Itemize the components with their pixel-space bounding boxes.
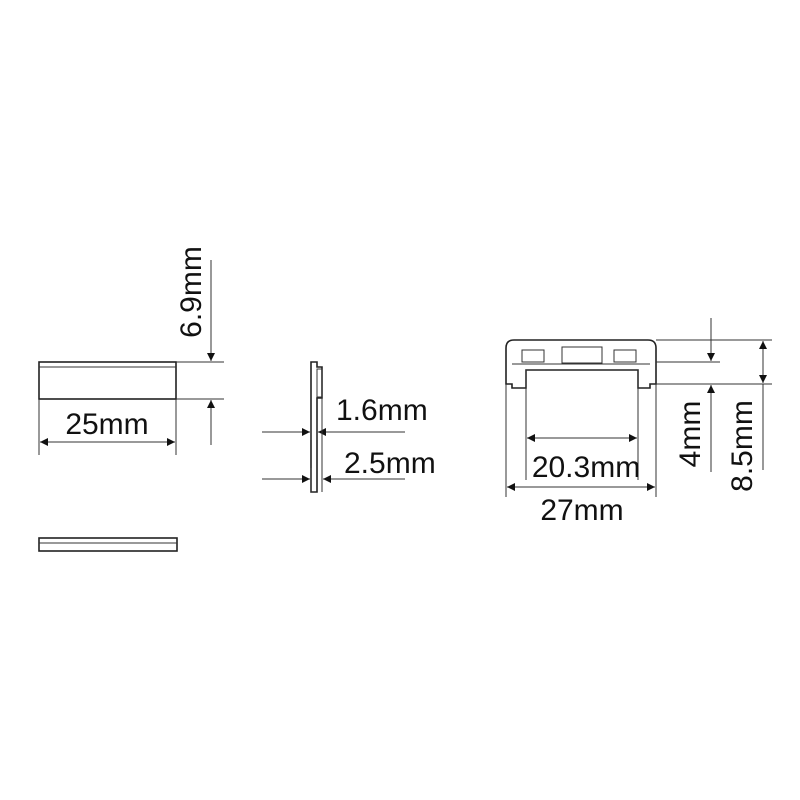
profile-view: 20.3mm 27mm 4mm 8.5mm — [505, 318, 772, 527]
profile-slot-center — [561, 346, 603, 364]
profile-step-label: 4mm — [674, 401, 707, 468]
side-clip-detail — [316, 368, 323, 398]
side-thin-label: 1.6mm — [336, 394, 428, 427]
profile-total-label: 8.5mm — [726, 400, 759, 492]
profile-inner-width-label: 20.3mm — [532, 451, 640, 484]
bottom-view-outline — [38, 537, 178, 552]
front-body-outline — [38, 361, 177, 400]
profile-slot-left — [521, 349, 545, 363]
front-view: 25mm 6.9mm — [38, 246, 224, 552]
front-height-label: 6.9mm — [175, 246, 208, 338]
front-width-label: 25mm — [65, 408, 148, 441]
profile-outer-width-label: 27mm — [540, 494, 623, 527]
side-view: 1.6mm 2.5mm — [262, 361, 436, 493]
side-thick-label: 2.5mm — [344, 447, 436, 480]
profile-outer-outline — [505, 339, 657, 389]
profile-slot-right — [613, 349, 637, 363]
